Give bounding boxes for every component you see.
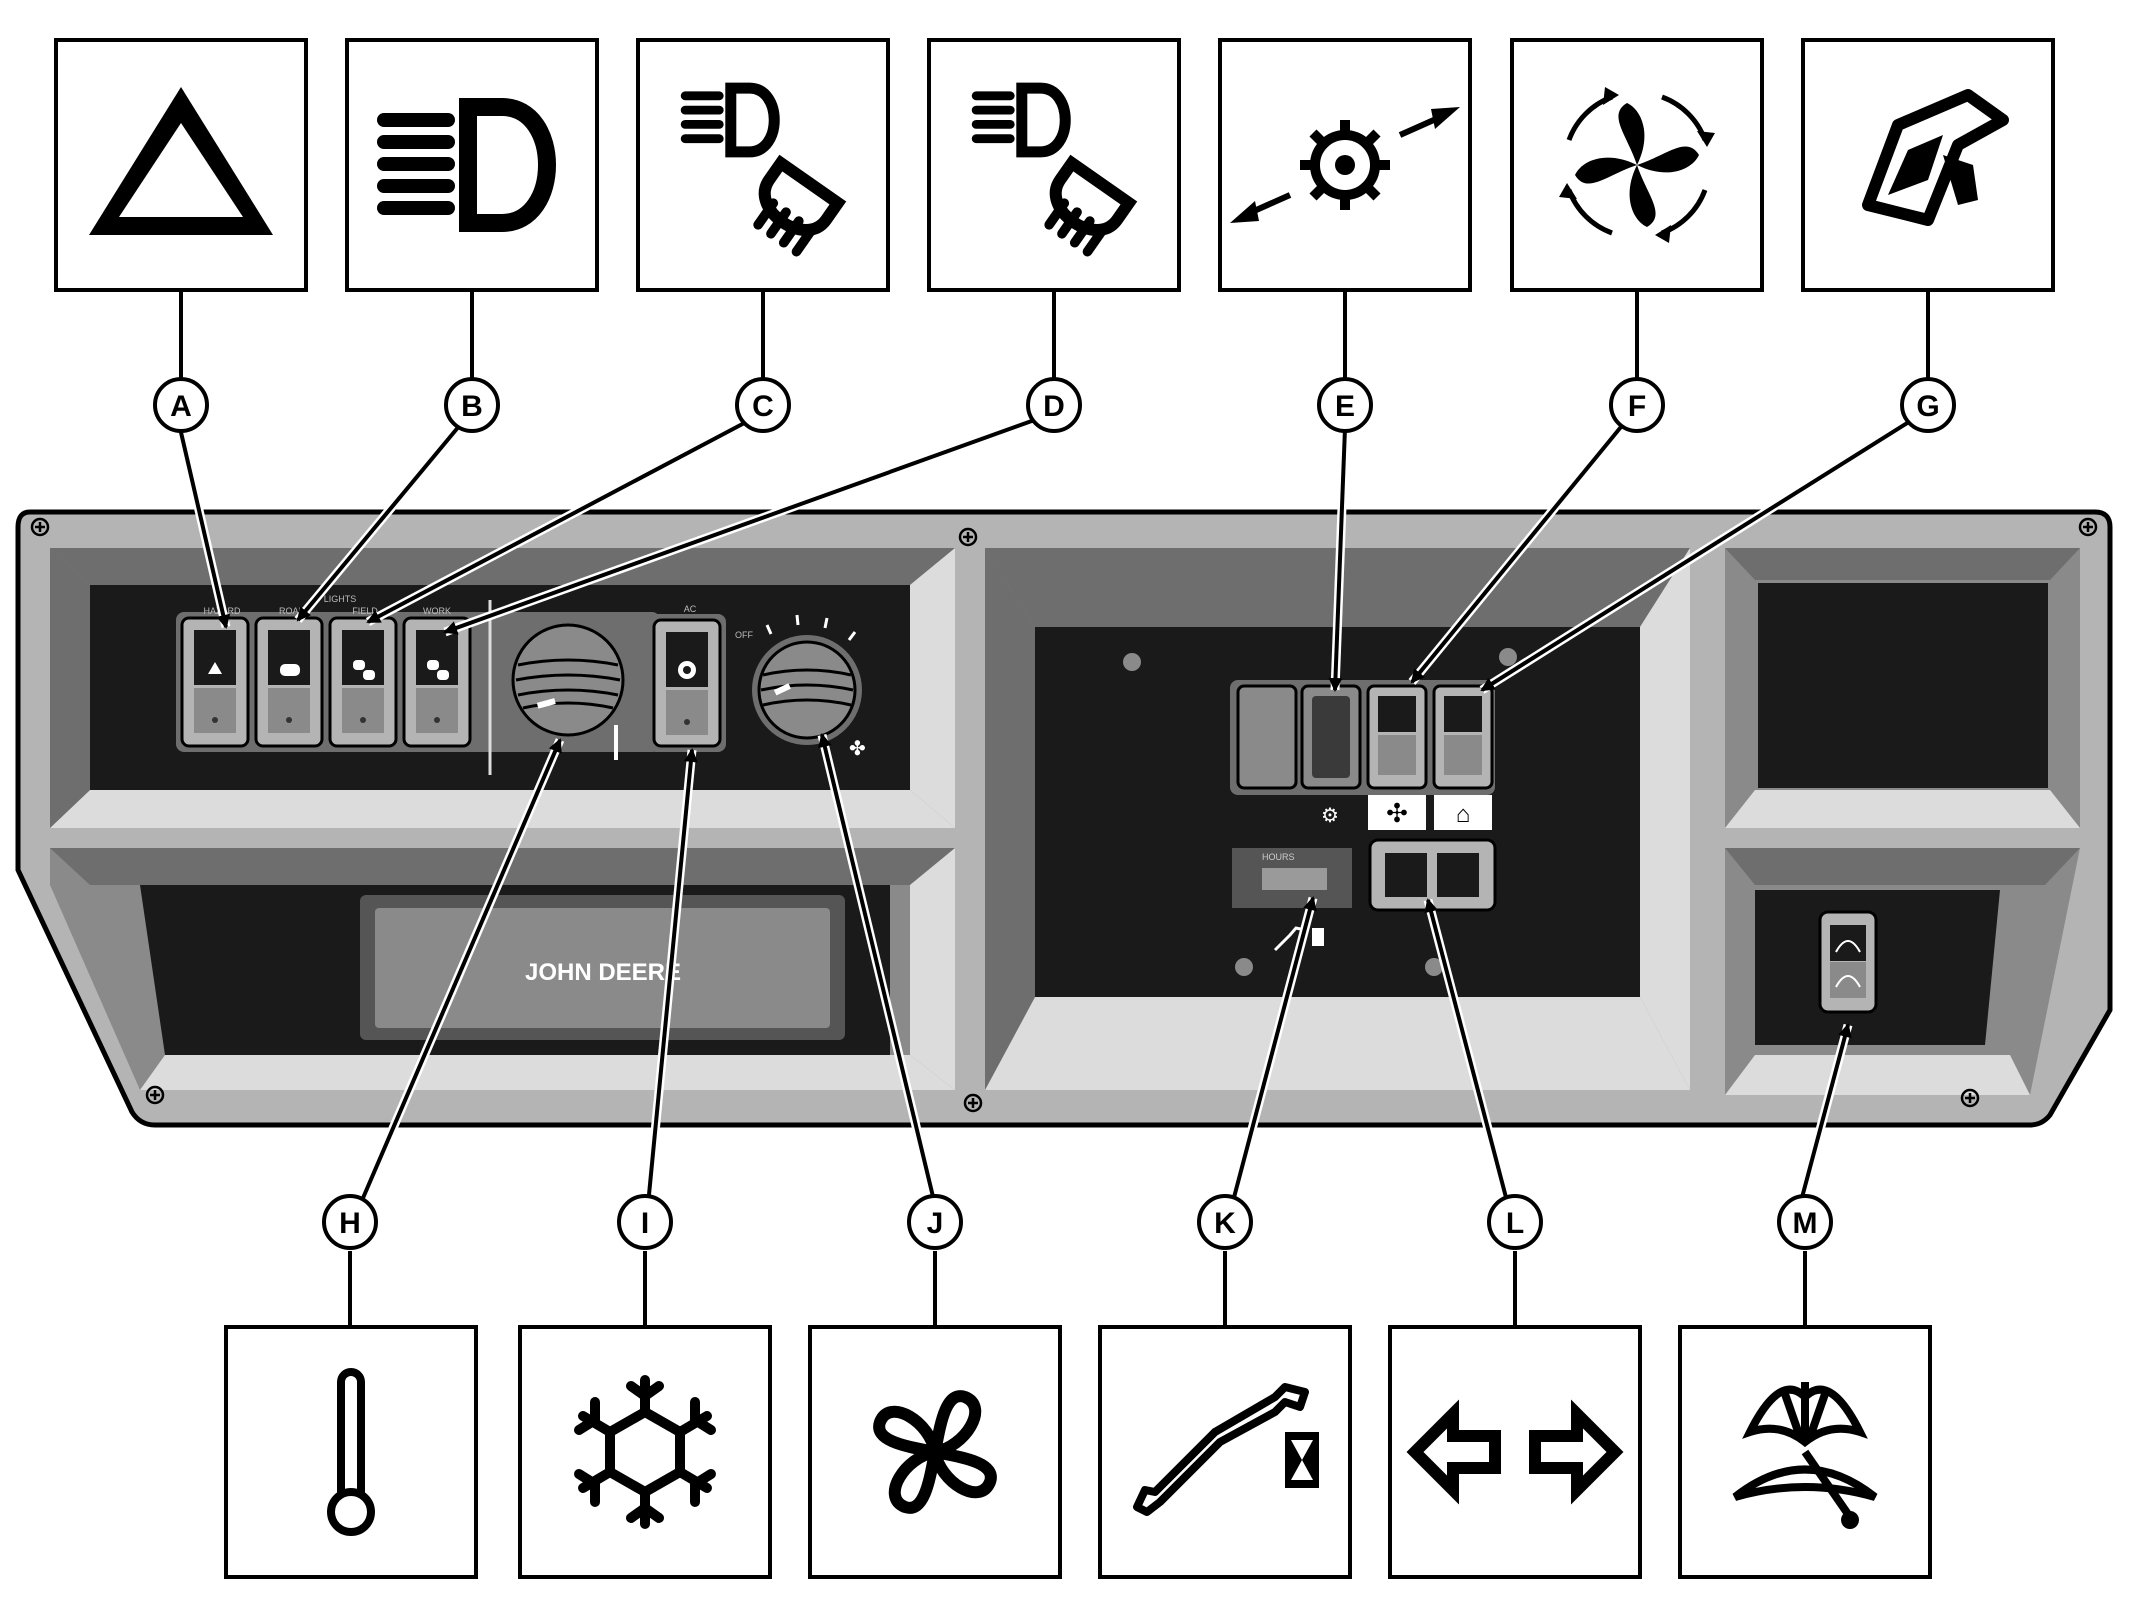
turn-signal-arrows-icon	[1406, 1399, 1624, 1505]
callout-b: B	[444, 377, 500, 433]
chaff-decal	[1434, 795, 1492, 830]
callout-circles: A B C D E F G H I J K L M	[153, 377, 1956, 1250]
callout-m: M	[1777, 1194, 1833, 1250]
spreader-adjust-icon	[1230, 107, 1460, 223]
callout-d: D	[1026, 377, 1082, 433]
callout-f: F	[1609, 377, 1665, 433]
callout-l: L	[1487, 1194, 1543, 1250]
svg-text:C: C	[752, 390, 774, 423]
svg-text:M: M	[1793, 1207, 1818, 1240]
svg-text:B: B	[461, 390, 483, 423]
fan-mark-glyph: ✤	[849, 738, 866, 760]
chopper-decal-glyph: ✣	[1386, 798, 1408, 828]
icon-box-h	[224, 1325, 478, 1579]
wiper-icon	[1732, 1382, 1878, 1529]
svg-text:G: G	[1916, 390, 1939, 423]
svg-text:F: F	[1628, 390, 1646, 423]
svg-text:I: I	[641, 1207, 649, 1240]
icon-box-i	[518, 1325, 772, 1579]
center-switch-bank: ✣ ⌂ ⚙	[1230, 680, 1495, 830]
panel-screws	[30, 517, 2098, 1113]
fan-speed-knob[interactable]: OFF ✤	[735, 614, 866, 760]
icon-box-l	[1388, 1325, 1642, 1579]
hourmeter-icon	[1133, 1383, 1319, 1516]
road-light-switch[interactable]	[254, 616, 324, 748]
chaff-switch[interactable]	[1432, 684, 1494, 790]
icon-box-m	[1678, 1325, 1932, 1579]
bottom-icon-boxes	[224, 1325, 1932, 1579]
chopper-switch[interactable]	[1366, 684, 1428, 790]
center-screws	[1123, 648, 1517, 976]
svg-text:K: K	[1214, 1207, 1236, 1240]
callout-lines	[179, 290, 1930, 1327]
svg-text:E: E	[1335, 390, 1355, 423]
spreader-switch[interactable]	[1300, 684, 1362, 790]
chopper-decal	[1368, 795, 1426, 830]
fan-icon	[873, 1390, 997, 1514]
icon-box-k	[1098, 1325, 1352, 1579]
road-light-icon	[377, 98, 556, 232]
chaff-spreader-icon	[1862, 89, 2009, 226]
callout-h: H	[322, 1194, 378, 1250]
snowflake-icon	[574, 1375, 716, 1529]
hazard-triangle-icon	[89, 87, 273, 235]
spreader-decal-glyph: ⚙	[1321, 805, 1339, 827]
svg-text:J: J	[927, 1207, 944, 1240]
temperature-knob[interactable]	[506, 618, 630, 760]
icon-box-c	[636, 38, 890, 292]
turn-signal-switch[interactable]	[1368, 838, 1497, 912]
label-off: OFF	[735, 630, 753, 640]
label-work: WORK	[423, 606, 451, 616]
callout-k: K	[1197, 1194, 1253, 1250]
wiper-switch[interactable]	[1818, 910, 1878, 1014]
ac-switch[interactable]: AC	[648, 604, 726, 752]
label-road: ROAD	[279, 606, 306, 616]
callout-e: E	[1317, 377, 1373, 433]
top-icon-boxes	[54, 38, 2055, 292]
label-field: FIELD	[352, 606, 378, 616]
icon-box-d	[927, 38, 1181, 292]
label-ac: AC	[684, 604, 697, 614]
callout-a: A	[153, 377, 209, 433]
blank-switch	[1236, 684, 1298, 790]
svg-text:H: H	[339, 1207, 361, 1240]
label-hours: HOURS	[1262, 852, 1295, 862]
work-light-icon	[971, 82, 1138, 257]
brand-logo: JOHN DEERE	[525, 959, 681, 986]
field-light-icon	[680, 82, 847, 257]
icon-box-j	[808, 1325, 1062, 1579]
leader-arrows	[175, 413, 1915, 1207]
label-lights: LIGHTS	[324, 594, 357, 604]
callout-i: I	[617, 1194, 673, 1250]
callout-g: G	[1900, 377, 1956, 433]
svg-text:L: L	[1506, 1207, 1524, 1240]
field-light-switch[interactable]	[328, 616, 398, 748]
chaff-decal-glyph: ⌂	[1456, 801, 1471, 828]
svg-text:D: D	[1043, 390, 1065, 423]
hazard-switch[interactable]	[180, 616, 250, 748]
callout-j: J	[907, 1194, 963, 1250]
callout-c: C	[735, 377, 791, 433]
chopper-icon	[1559, 87, 1715, 243]
work-light-switch[interactable]	[402, 616, 472, 748]
thermometer-icon	[327, 1368, 375, 1536]
svg-text:A: A	[170, 390, 192, 423]
